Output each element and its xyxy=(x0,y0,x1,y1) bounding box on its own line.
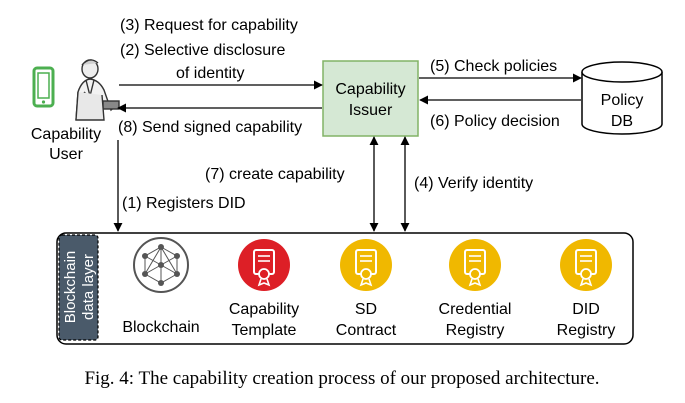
blockchain-data-layer: Blockchain data layer Blockchain xyxy=(56,232,634,345)
blockchain-icon xyxy=(133,237,189,293)
item-credential-label-2: Registry xyxy=(446,322,505,339)
item-sd-label-2: Contract xyxy=(336,322,397,339)
issuer-label-line1: Capability xyxy=(335,81,405,98)
certificate-icon-did-registry xyxy=(560,239,612,291)
user-label-line1: Capability xyxy=(31,126,101,143)
item-did-label-2: Registry xyxy=(557,322,616,339)
certificate-icon-template xyxy=(238,239,290,291)
label-verify-identity: (4) Verify identity xyxy=(414,175,533,192)
item-blockchain-label: Blockchain xyxy=(122,319,199,336)
label-check-policies: (5) Check policies xyxy=(430,58,557,75)
layer-label-box xyxy=(58,234,99,341)
person-icon xyxy=(75,59,120,121)
db-label-line1: Policy xyxy=(601,92,644,109)
label-registers-did: (1) Registers DID xyxy=(122,195,246,212)
db-label-line2: DB xyxy=(611,113,633,130)
label-selective-2: of identity xyxy=(176,65,244,82)
label-selective-1: (2) Selective disclosure xyxy=(120,42,286,59)
layer-label-line1: Blockchain xyxy=(62,251,79,324)
user-label-line2: User xyxy=(49,146,83,163)
certificate-icon-sd-contract xyxy=(340,239,392,291)
label-request: (3) Request for capability xyxy=(120,17,298,34)
item-template-label-1: Capability xyxy=(229,301,299,318)
item-template-label-2: Template xyxy=(232,322,297,339)
smartphone-icon xyxy=(32,66,55,108)
item-did-label-1: DID xyxy=(572,301,600,318)
policy-db: Policy DB xyxy=(581,61,663,135)
label-create-capability: (7) create capability xyxy=(205,166,345,183)
layer-label-line2: data layer xyxy=(80,254,97,320)
figure-caption: Fig. 4: The capability creation process … xyxy=(84,368,599,389)
issuer-label-line2: Issuer xyxy=(349,102,393,119)
certificate-icon-credential-registry xyxy=(449,239,501,291)
label-send-signed: (8) Send signed capability xyxy=(118,119,302,136)
item-credential-label-1: Credential xyxy=(439,301,512,318)
capability-user: Capability User xyxy=(31,59,120,163)
label-policy-decision: (6) Policy decision xyxy=(430,113,560,130)
capability-issuer: Capability Issuer xyxy=(322,60,419,137)
item-sd-label-1: SD xyxy=(355,301,377,318)
